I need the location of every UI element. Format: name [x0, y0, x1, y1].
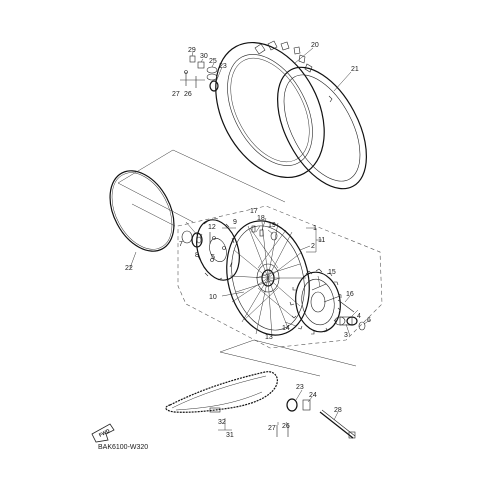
callout-1: 1: [313, 225, 317, 232]
callout-9: 9: [233, 219, 237, 226]
valve-parts-top: [180, 55, 219, 92]
callout-11: 11: [318, 237, 325, 244]
leader-lines: [129, 47, 371, 430]
rear-wheel: [226, 220, 310, 337]
callout-5: 5: [211, 254, 215, 261]
callout-15: 15: [328, 269, 336, 276]
diagram-reference-code: BAK6100-W320: [98, 444, 149, 451]
callout-28: 28: [334, 407, 342, 414]
forward-label: FWD: [98, 428, 111, 439]
callout-30: 30: [200, 53, 208, 60]
sprocket: [289, 268, 342, 335]
callout-27-lower: 27: [268, 425, 276, 432]
callout-25: 25: [209, 58, 217, 65]
callout-20: 20: [311, 42, 319, 49]
callout-labels: 20 21 29 30 25 23 27 26 1 11 2 10 15 14 …: [125, 42, 371, 439]
callout-13: 13: [265, 334, 273, 341]
callout-26: 26: [184, 91, 192, 98]
callout-7: 7: [179, 241, 183, 248]
callout-10: 10: [209, 294, 217, 301]
callout-14: 14: [282, 325, 290, 332]
callout-18: 18: [257, 215, 265, 222]
callout-17: 17: [250, 208, 258, 215]
callout-3: 3: [344, 332, 348, 339]
inner-tube: [277, 66, 367, 190]
callout-6: 6: [367, 317, 371, 324]
callout-31: 31: [226, 432, 234, 439]
brake-disc: [196, 217, 240, 281]
callout-32: 32: [218, 419, 226, 426]
rim-band: [109, 170, 176, 252]
callout-26-lower: 26: [282, 423, 290, 430]
tire: [215, 40, 325, 179]
callout-2: 2: [311, 243, 315, 250]
callout-19: 19: [268, 222, 276, 229]
callout-16: 16: [346, 291, 354, 298]
forward-arrow-icon: FWD: [91, 423, 115, 443]
callout-24: 24: [309, 392, 317, 399]
callout-22: 22: [125, 265, 133, 272]
callout-21: 21: [351, 66, 359, 73]
callout-23: 23: [219, 63, 227, 70]
callout-4: 4: [357, 313, 361, 320]
drive-chain: [165, 371, 278, 413]
callout-23-lower: 23: [296, 384, 304, 391]
callout-29: 29: [188, 47, 196, 54]
callout-27: 27: [172, 91, 180, 98]
callout-8: 8: [195, 252, 199, 259]
callout-12: 12: [208, 224, 216, 231]
